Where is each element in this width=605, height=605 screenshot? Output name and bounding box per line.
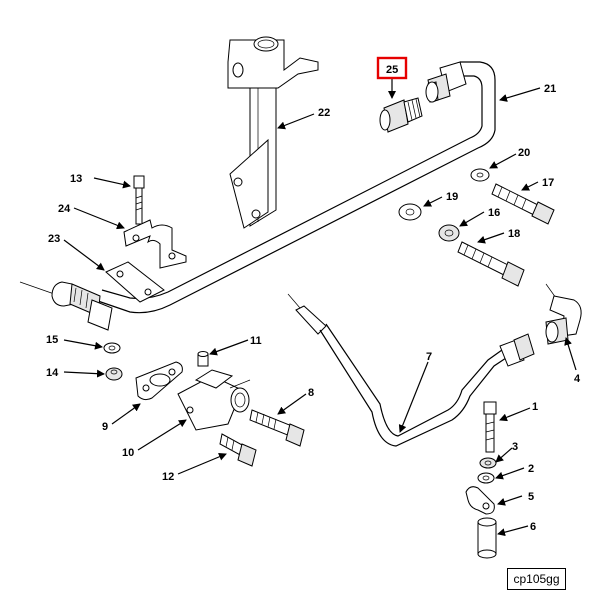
plug-part-11: [197, 351, 209, 367]
lockwasher-part-15: [103, 342, 121, 354]
callout-4: 4: [574, 373, 581, 385]
callout-2: 2: [528, 463, 534, 475]
plate-part-23: [105, 261, 165, 303]
callout-14: 14: [46, 367, 59, 379]
callout-12: 12: [162, 471, 174, 483]
bolt-part-8: [249, 409, 305, 447]
clamp-part-24: [123, 219, 187, 269]
tube-fitting-left: [51, 281, 113, 331]
callout-5: 5: [528, 491, 534, 503]
washer-part-19: [398, 203, 422, 221]
gasket-part-9: [135, 361, 183, 401]
bracket-part-22: [227, 36, 319, 229]
connector-part-25: [379, 97, 423, 133]
callout-24: 24: [58, 203, 71, 215]
callout-10: 10: [122, 447, 134, 459]
spacer-part-6: [477, 517, 497, 559]
bolt-part-18: [457, 241, 525, 287]
callout-19: 19: [446, 191, 458, 203]
callout-20: 20: [518, 147, 530, 159]
callout-8: 8: [308, 387, 314, 399]
washer-part-2: [477, 472, 495, 484]
washer-part-20: [470, 168, 490, 182]
highlight-box-25: [376, 56, 408, 80]
callout-labels: 25 21 22 20 17 19 16 18 13 24 23 15 14 1…: [46, 64, 581, 533]
callout-25: 25: [386, 64, 398, 76]
bolt-part-13: [133, 175, 145, 225]
figure-code-label: cp105gg: [507, 568, 566, 590]
callout-16: 16: [488, 207, 500, 219]
adapter-part-10: [177, 369, 251, 431]
lockwasher-part-16: [438, 224, 460, 242]
callout-18: 18: [508, 228, 520, 240]
lockwasher-part-3: [479, 457, 497, 469]
callout-11: 11: [250, 335, 262, 347]
callout-3: 3: [512, 441, 518, 453]
callout-9: 9: [102, 421, 108, 433]
fuel-line-part-7: [287, 293, 535, 447]
tube-fitting-right: [425, 61, 467, 103]
nut-part-14: [105, 367, 123, 381]
bolt-part-17: [491, 183, 555, 225]
leader-lines: [63, 78, 577, 537]
callout-13: 13: [70, 173, 82, 185]
callout-15: 15: [46, 334, 58, 346]
clip-part-5: [465, 486, 495, 515]
callout-22: 22: [318, 107, 330, 119]
bolt-part-12: [219, 433, 257, 467]
callout-17: 17: [542, 177, 554, 189]
callout-6: 6: [530, 521, 536, 533]
elbow-part-4: [545, 283, 582, 345]
callout-1: 1: [532, 401, 538, 413]
callout-7: 7: [426, 351, 432, 363]
callout-23: 23: [48, 233, 60, 245]
bolt-part-1: [483, 401, 497, 453]
callout-21: 21: [544, 83, 556, 95]
